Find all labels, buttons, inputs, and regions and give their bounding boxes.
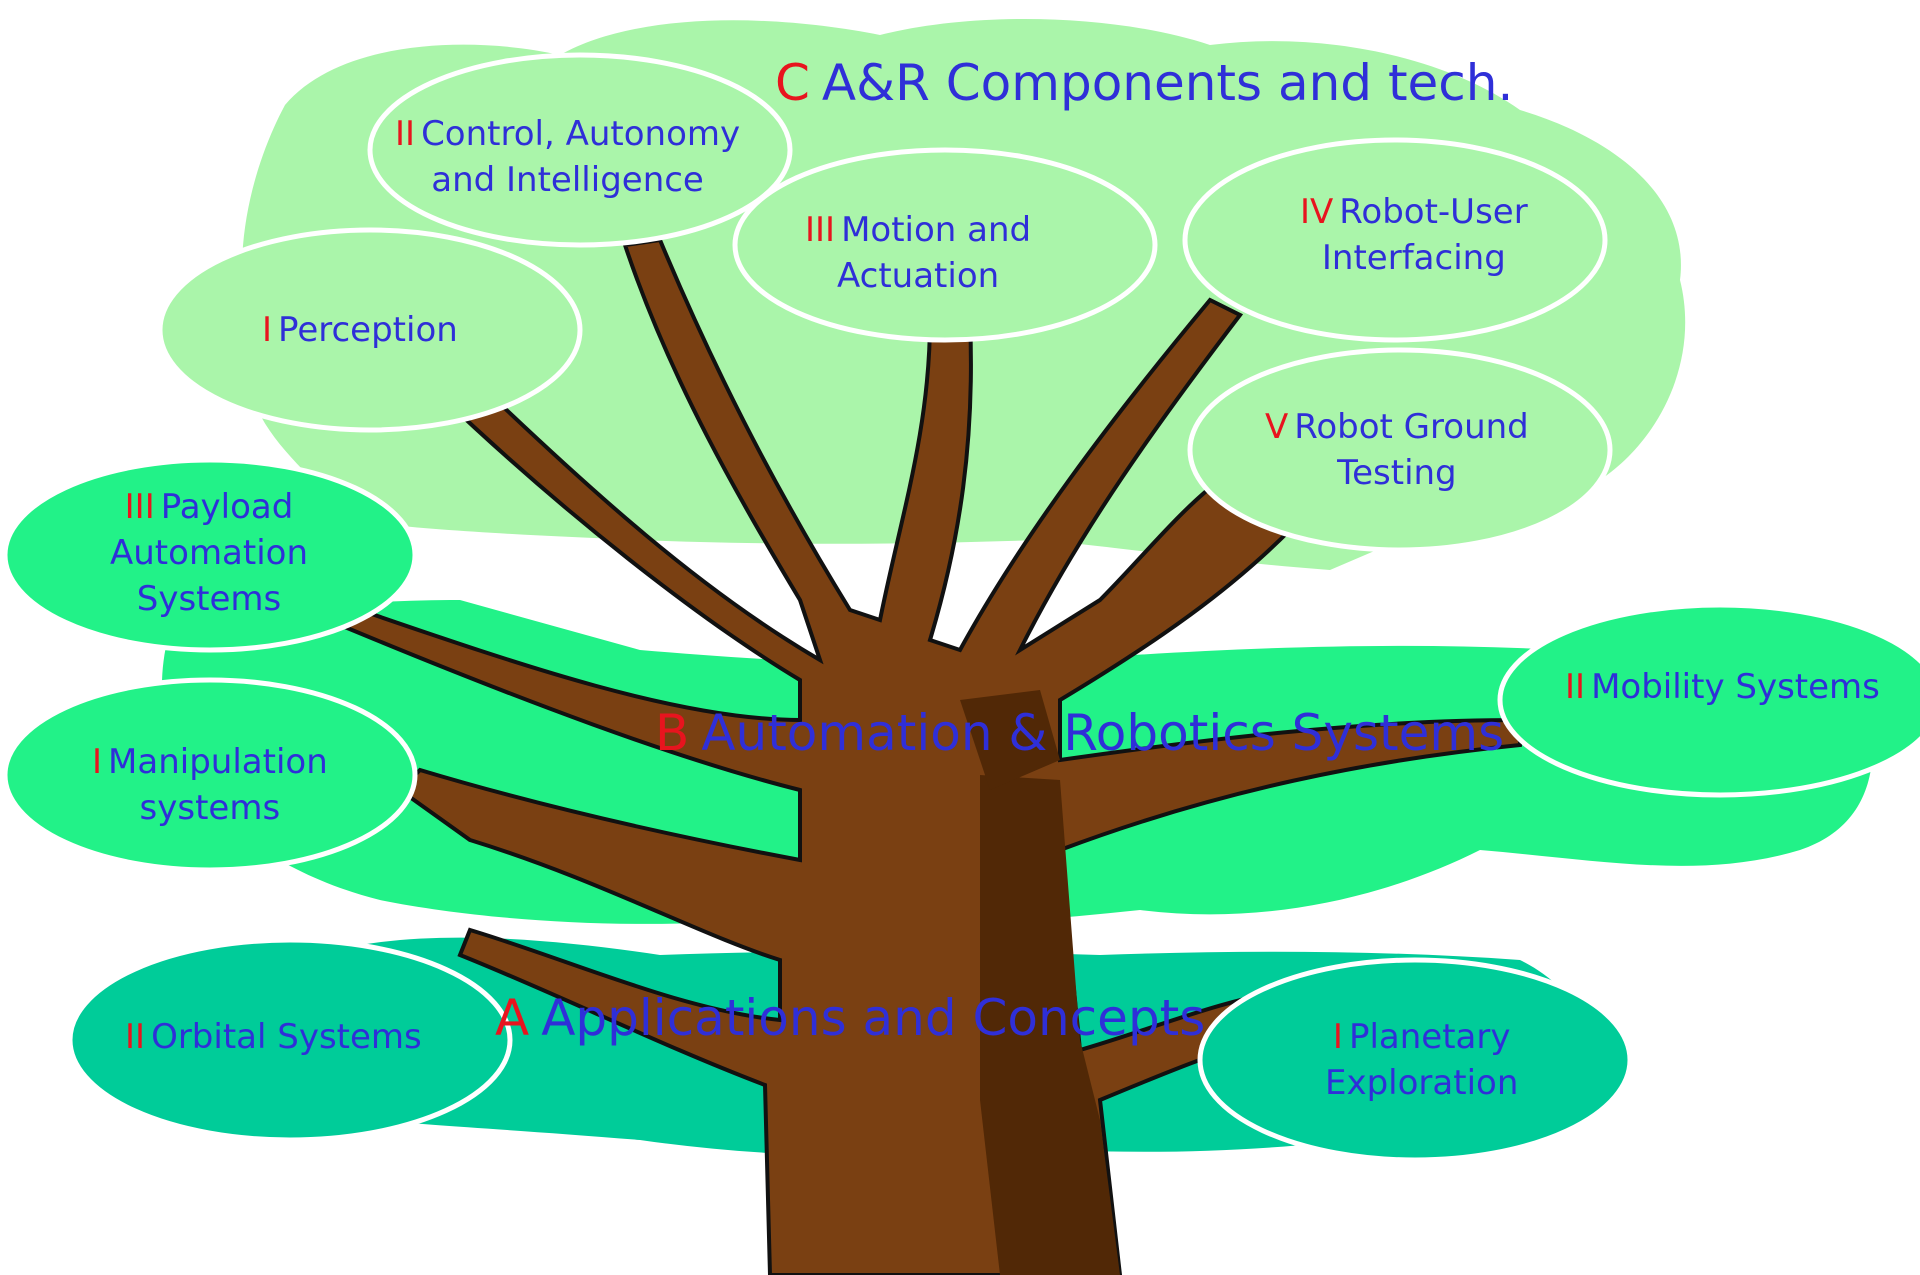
cloud-payload <box>2 457 418 653</box>
cloud-perception <box>157 227 583 433</box>
cloud-robot-user <box>1182 137 1608 343</box>
cloud-ground-testing <box>1187 347 1613 553</box>
cloud-orbital <box>67 937 513 1143</box>
cloud-manipulation <box>2 677 418 873</box>
cloud-planetary <box>1197 957 1633 1163</box>
section-b-letter: B <box>655 704 690 762</box>
cloud-control <box>367 52 793 248</box>
cloud-mobility <box>1497 602 1920 798</box>
section-a-letter: A <box>495 989 530 1047</box>
lower-node-clouds <box>67 937 1633 1163</box>
section-c-letter: C <box>775 54 810 112</box>
cloud-motion <box>732 147 1158 343</box>
upper-node-clouds <box>157 52 1613 553</box>
middle-node-clouds <box>2 457 1920 873</box>
